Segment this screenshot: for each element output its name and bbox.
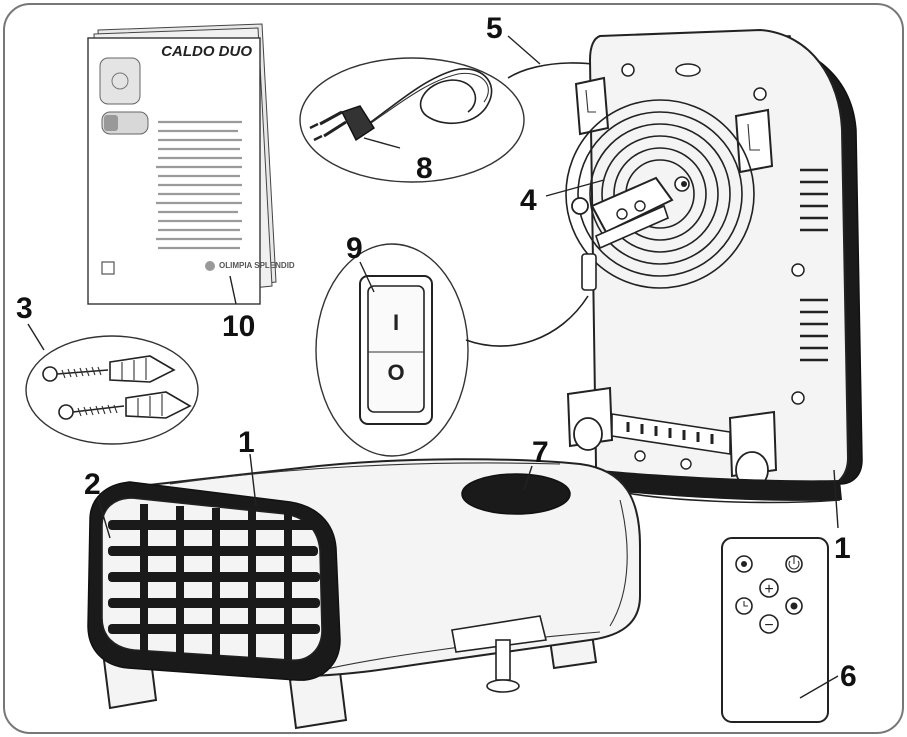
callout-1-wall-heater: 1 <box>834 532 851 565</box>
instruction-manual: CALDO DUO OLIMPIA SPLENDID <box>87 23 295 305</box>
callout-9-switch: 9 <box>346 232 363 265</box>
screws-and-wall-plugs <box>25 335 199 445</box>
manual-title: CALDO DUO <box>161 43 252 60</box>
rocker-switch: I O <box>315 243 469 457</box>
callout-1-floor-heater: 1 <box>238 426 255 459</box>
callout-4-fan: 4 <box>520 184 537 217</box>
callout-2-grille: 2 <box>84 468 101 501</box>
callout-6-remote: 6 <box>840 660 857 693</box>
callout-3-screws: 3 <box>16 292 33 325</box>
switch-connector-line <box>465 295 589 347</box>
heater-front-view <box>87 458 641 730</box>
callout-7-display: 7 <box>532 436 549 469</box>
plus-symbol: + <box>764 581 773 598</box>
manual-brand: OLIMPIA SPLENDID <box>219 261 295 270</box>
minus-symbol: − <box>764 617 773 634</box>
plus-button-icon <box>759 578 779 598</box>
minus-button-icon <box>759 614 779 634</box>
leader-lines <box>27 35 839 699</box>
callout-10-manual: 10 <box>222 310 255 343</box>
power-cord <box>299 57 525 183</box>
switch-on-symbol: I <box>393 310 399 335</box>
heater-rear-view <box>565 28 863 504</box>
switch-off-symbol: O <box>387 360 404 385</box>
display-window <box>461 473 571 515</box>
callout-5-cord-entry: 5 <box>486 12 503 45</box>
callout-8-plug: 8 <box>416 152 433 185</box>
remote-control: + − <box>721 537 829 723</box>
